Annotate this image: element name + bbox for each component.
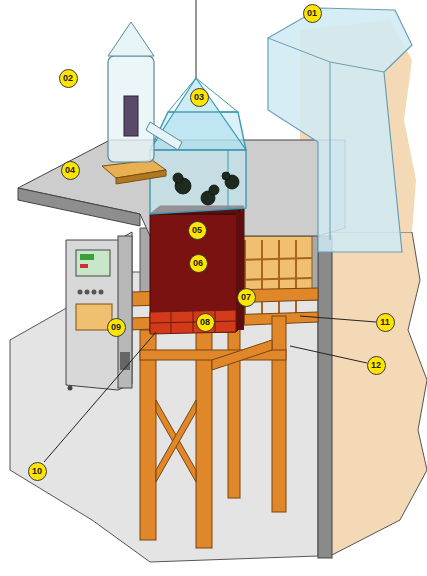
knob xyxy=(99,290,104,295)
sample-cylinder xyxy=(124,96,138,136)
wall-section xyxy=(330,232,427,556)
plants xyxy=(173,172,239,205)
grid-bar xyxy=(234,278,312,280)
floor xyxy=(10,272,318,562)
hood-edge xyxy=(268,38,384,72)
glass-hood xyxy=(268,8,412,252)
wheel xyxy=(68,386,73,391)
cabinet-side xyxy=(118,236,132,388)
grid-line xyxy=(150,321,236,323)
callout-number: 04 xyxy=(61,161,80,180)
connecting-tube xyxy=(146,122,182,150)
plant xyxy=(222,172,230,180)
control-cabinet xyxy=(66,232,132,390)
cross-brace xyxy=(156,400,196,482)
stand-leg xyxy=(140,330,156,540)
display-panel xyxy=(76,250,110,276)
grid-bar xyxy=(234,258,312,260)
callout-number: 01 xyxy=(303,4,322,23)
callout-number: 09 xyxy=(107,318,126,337)
callout-number: 03 xyxy=(190,88,209,107)
leader-line xyxy=(44,332,156,462)
knob xyxy=(92,290,97,295)
chamber-side xyxy=(236,212,244,330)
beaker-lid xyxy=(108,22,154,56)
callout-number: 08 xyxy=(196,313,215,332)
dome-roof-edge xyxy=(168,78,238,112)
scale-edge xyxy=(116,170,166,184)
cross-brace xyxy=(156,400,196,482)
wooden-stand xyxy=(130,288,318,548)
display-screen xyxy=(80,254,94,260)
countertop-edge xyxy=(18,188,140,226)
plant xyxy=(209,185,219,195)
grid-08-lines xyxy=(150,311,236,334)
callout-number: 02 xyxy=(59,69,78,88)
grid-08 xyxy=(150,310,236,334)
callout-number: 11 xyxy=(376,313,395,332)
leader-line xyxy=(290,346,367,363)
callout-number: 10 xyxy=(28,462,47,481)
stand-beam xyxy=(212,340,272,370)
beaker xyxy=(108,56,154,162)
knob xyxy=(85,290,90,295)
concrete-wall xyxy=(318,236,332,558)
grid-bar xyxy=(278,240,280,320)
stand-leg xyxy=(228,318,240,498)
callout-number: 12 xyxy=(367,356,386,375)
hood-edge xyxy=(330,62,331,240)
callout-number: 06 xyxy=(189,254,208,273)
knob xyxy=(78,290,83,295)
stand-leg xyxy=(272,316,286,512)
grid-line xyxy=(215,311,216,333)
dome-edge xyxy=(150,149,246,150)
grid-bar xyxy=(295,240,297,320)
plant xyxy=(173,173,183,183)
suspension-wire xyxy=(196,0,197,78)
callout-number: 05 xyxy=(188,221,207,240)
indicator xyxy=(80,264,88,268)
grid-07 xyxy=(234,240,312,320)
callout-number: 07 xyxy=(237,288,256,307)
leader-line xyxy=(300,316,376,322)
